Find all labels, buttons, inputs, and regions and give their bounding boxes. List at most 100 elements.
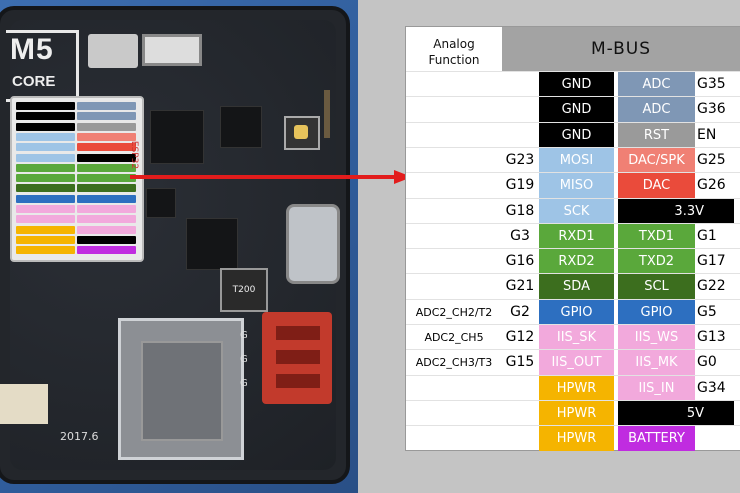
right-pin-cell: G5 bbox=[697, 303, 717, 320]
analog-function-cell bbox=[406, 199, 502, 224]
inductor: T200 bbox=[220, 268, 268, 312]
left-pin-cell: G18 bbox=[505, 202, 535, 219]
slide-switch bbox=[142, 34, 202, 66]
sticker-row bbox=[16, 174, 136, 183]
left-signal-cell: SCK bbox=[539, 198, 614, 224]
left-signal-cell: RXD2 bbox=[539, 249, 614, 275]
left-signal-cell: MISO bbox=[539, 173, 614, 199]
pointer-arrow bbox=[130, 170, 412, 184]
left-pin-cell bbox=[502, 376, 538, 401]
sticker-row bbox=[16, 215, 136, 224]
left-pin-cell bbox=[502, 97, 538, 122]
right-pin-cell: G0 bbox=[697, 354, 717, 371]
left-signal-cell: HPWR bbox=[539, 400, 614, 426]
right-pin-cell: G26 bbox=[697, 177, 726, 194]
analog-function-cell: ADC2_CH3/T3 bbox=[415, 356, 493, 370]
sticker-row bbox=[16, 163, 136, 173]
sticker-row bbox=[16, 143, 136, 152]
right-signal-cell: IIS_WS bbox=[618, 325, 695, 350]
left-signal-cell: GPIO bbox=[539, 299, 614, 325]
left-pin-cell: G23 bbox=[505, 151, 535, 168]
usb-c-port bbox=[286, 204, 340, 284]
analog-function-cell bbox=[406, 173, 502, 198]
left-pin-cell: G16 bbox=[505, 253, 535, 270]
connector-pin-label: G bbox=[240, 330, 248, 341]
right-pin-cell: G13 bbox=[697, 329, 726, 345]
battery-connector bbox=[0, 384, 48, 424]
reset-button bbox=[284, 116, 320, 150]
analog-function-cell bbox=[406, 401, 502, 426]
right-pin-cell bbox=[695, 401, 740, 426]
esp32-label: ESP32 bbox=[129, 140, 140, 170]
capacitor bbox=[324, 90, 330, 138]
right-pin-cell: EN bbox=[697, 126, 717, 143]
right-signal-cell: RST bbox=[618, 122, 695, 148]
right-pin-cell: G1 bbox=[697, 227, 717, 244]
right-pin-cell: G17 bbox=[697, 253, 726, 270]
left-signal-cell: HPWR bbox=[539, 426, 614, 452]
right-signal-cell: DAC bbox=[618, 173, 695, 199]
logo-sub: CORE bbox=[12, 73, 56, 90]
sticker-row bbox=[16, 205, 136, 214]
ic-chip-small bbox=[146, 188, 176, 218]
sticker-row bbox=[16, 235, 136, 245]
left-pin-cell: G15 bbox=[505, 354, 535, 371]
left-pin-cell bbox=[502, 123, 538, 148]
left-pin-cell: G2 bbox=[510, 303, 530, 320]
board-photo: M5 CORE ESP32 T200 G G G 2017.6 bbox=[0, 0, 358, 493]
right-signal-cell: SCL bbox=[618, 274, 695, 300]
sticker-row bbox=[16, 112, 136, 121]
analog-function-cell bbox=[406, 148, 502, 173]
left-pin-cell bbox=[502, 72, 538, 97]
left-pin-cell: G3 bbox=[510, 227, 530, 244]
right-pin-cell: G35 bbox=[697, 76, 726, 92]
analog-function-cell bbox=[406, 97, 502, 122]
right-signal-cell: 3.3V bbox=[618, 198, 734, 224]
ic-chip bbox=[186, 218, 238, 270]
connector-pin-label: G bbox=[240, 354, 248, 365]
left-pin-cell bbox=[502, 401, 538, 426]
analog-function-cell bbox=[406, 376, 502, 401]
right-signal-cell: GPIO bbox=[618, 299, 695, 325]
analog-function-cell bbox=[406, 123, 502, 148]
power-switch bbox=[88, 34, 138, 68]
mbus-header: M-BUS bbox=[502, 27, 740, 71]
analog-function-cell bbox=[406, 224, 502, 249]
left-pin-cell: G12 bbox=[505, 329, 535, 345]
sticker-row bbox=[16, 194, 136, 204]
left-signal-cell: HPWR bbox=[539, 375, 614, 401]
board-date: 2017.6 bbox=[60, 430, 99, 443]
left-signal-cell: GND bbox=[539, 97, 614, 123]
analog-function-cell bbox=[406, 72, 502, 97]
right-signal-cell: BATTERY bbox=[618, 426, 695, 452]
left-signal-cell: IIS_OUT bbox=[539, 350, 614, 376]
ic-chip bbox=[150, 110, 204, 164]
analog-function-cell bbox=[406, 274, 502, 299]
analog-function-cell bbox=[406, 249, 502, 274]
right-signal-cell: ADC bbox=[618, 97, 695, 123]
logo-main: M5 bbox=[10, 33, 54, 66]
sticker-row bbox=[16, 184, 136, 193]
left-pin-cell: G19 bbox=[505, 177, 535, 194]
left-signal-cell: SDA bbox=[539, 274, 614, 300]
right-pin-cell: G22 bbox=[697, 278, 726, 295]
left-signal-cell: GND bbox=[539, 122, 614, 148]
right-signal-cell: DAC/SPK bbox=[618, 147, 695, 173]
sticker-row bbox=[16, 225, 136, 235]
left-signal-cell: GND bbox=[539, 72, 614, 97]
right-pin-cell bbox=[695, 199, 740, 224]
analog-function-header: Analog Function bbox=[428, 37, 480, 67]
